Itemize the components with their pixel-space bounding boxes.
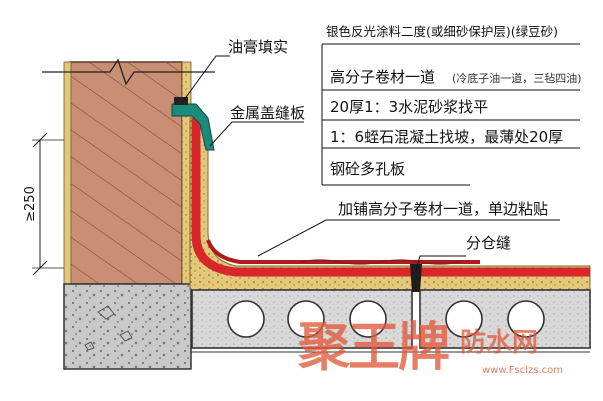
concrete-beam-texture [64,284,191,369]
label-leveling: 20厚1：3水泥砂浆找平 [330,98,489,116]
label-slope: 1：6蛭石混凝土找坡，最薄处20厚 [330,128,564,146]
wall-plaster-right-speckle [182,62,191,284]
metal-cover-plate [171,103,215,151]
leader-lines [183,43,580,271]
membrane-top-wave [299,259,461,265]
watermark-url: www.Fsclzs.com [482,365,564,376]
label-membrane: 高分子卷材一道 [330,68,436,86]
label-membrane-note: (冷底子油一道，三毡四油) [452,72,582,85]
wall-break-line [42,58,215,86]
label-coating: 银色反光涂料二度(或细砂保护层)(绿豆砂) [326,24,559,39]
brick-wall-hatch [70,62,182,284]
beam-aggregate [84,305,133,351]
wall-plaster-left [63,61,72,285]
watermark-suffix: 防水网 [460,328,539,358]
extra-membrane [206,239,480,264]
dim-label: ≥250 [23,186,38,222]
label-metal-cover: 金属盖缝板 [230,104,306,122]
separation-joint [410,264,422,292]
label-slab: 钢砼多孔板 [330,160,406,178]
watermark-brand: 聚王牌 [298,318,450,378]
sealant-fill [174,97,188,105]
label-extra-membrane: 加铺高分子卷材一道，单边粘贴 [338,200,549,218]
label-sealant: 油膏填实 [228,38,289,56]
waterproof-membrane [191,118,590,277]
slab-holes [227,300,545,338]
label-separation-joint: 分仓缝 [466,234,512,252]
